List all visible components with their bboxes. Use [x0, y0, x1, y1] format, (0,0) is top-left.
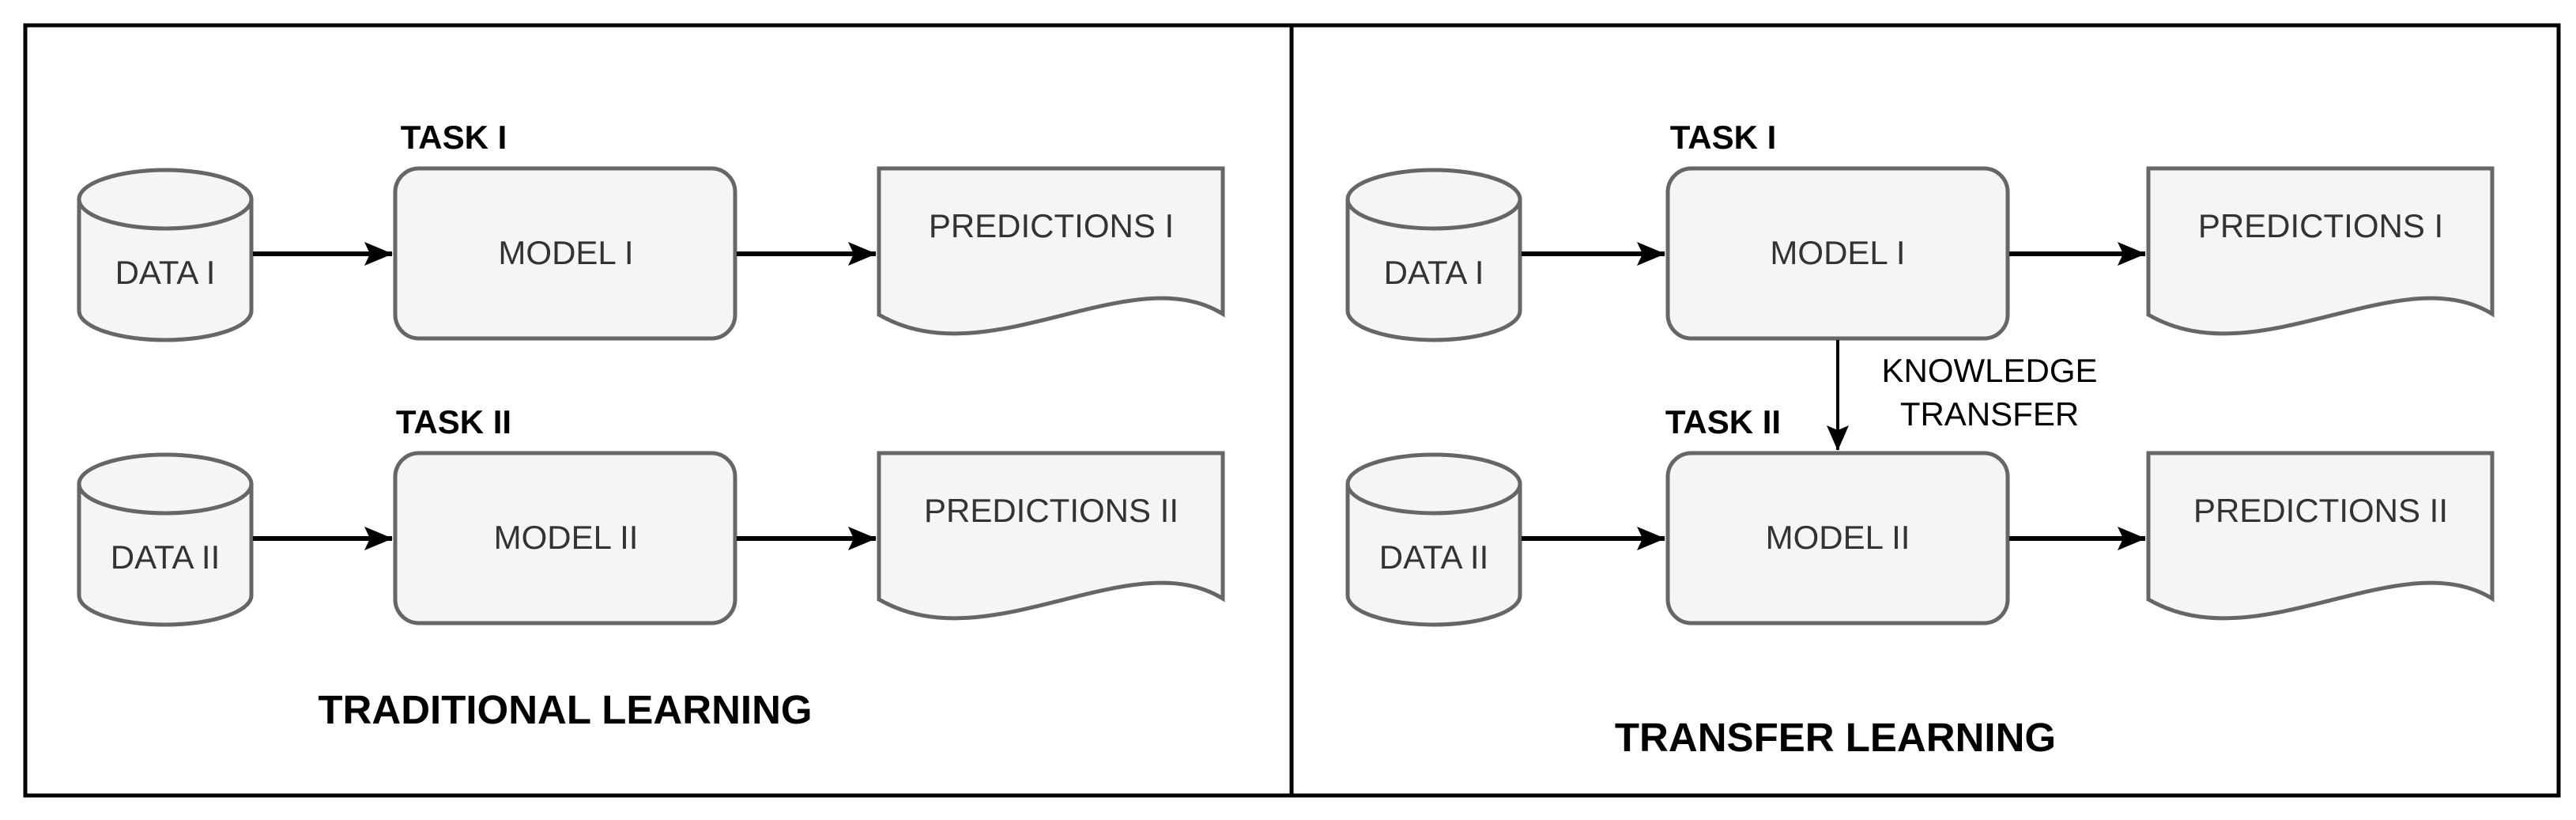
- model-i-box: MODEL I: [393, 166, 737, 341]
- data-i-cylinder: DATA I: [1345, 168, 1522, 342]
- predictions-ii-label: PREDICTIONS II: [924, 492, 1179, 529]
- task-ii-label: TASK II: [396, 403, 511, 440]
- data-ii-cylinder: DATA II: [1345, 452, 1522, 627]
- predictions-ii-document: PREDICTIONS II: [2146, 451, 2495, 621]
- traditional-learning-title: TRADITIONAL LEARNING: [318, 687, 812, 732]
- model-ii-box: MODEL II: [393, 451, 737, 625]
- predictions-ii-label: PREDICTIONS II: [2193, 492, 2448, 529]
- panel-transfer-learning: TASK I DATA I MODEL I PREDICTIONS I KNOW…: [1345, 119, 2495, 760]
- data-ii-cylinder: DATA II: [77, 452, 254, 627]
- data-i-cylinder: DATA I: [77, 168, 254, 342]
- model-i-box: MODEL I: [1665, 166, 2010, 341]
- predictions-ii-document: PREDICTIONS II: [877, 451, 1225, 621]
- model-ii-box: MODEL II: [1665, 451, 2010, 625]
- predictions-i-document: PREDICTIONS I: [877, 166, 1225, 336]
- model-i-label: MODEL I: [1770, 234, 1905, 271]
- task-i-label: TASK I: [401, 119, 507, 156]
- data-ii-label: DATA II: [111, 538, 220, 576]
- transfer-learning-title: TRANSFER LEARNING: [1615, 715, 2056, 760]
- knowledge-transfer-label-line1: KNOWLEDGE: [1881, 352, 2097, 389]
- predictions-i-document: PREDICTIONS I: [2146, 166, 2495, 336]
- model-ii-label: MODEL II: [494, 519, 639, 556]
- task-ii-label: TASK II: [1665, 403, 1781, 440]
- predictions-i-label: PREDICTIONS I: [929, 207, 1174, 244]
- model-ii-label: MODEL II: [1766, 519, 1910, 556]
- knowledge-transfer-label-line2: TRANSFER: [1900, 395, 2079, 433]
- data-i-label: DATA I: [1384, 254, 1484, 291]
- data-ii-label: DATA II: [1379, 538, 1488, 576]
- data-i-label: DATA I: [115, 254, 216, 291]
- panel-traditional-learning: TASK I DATA I MODEL I PREDICTIONS I TASK…: [77, 119, 1225, 732]
- task-i-label: TASK I: [1670, 119, 1777, 156]
- predictions-i-label: PREDICTIONS I: [2198, 207, 2443, 244]
- model-i-label: MODEL I: [498, 234, 633, 271]
